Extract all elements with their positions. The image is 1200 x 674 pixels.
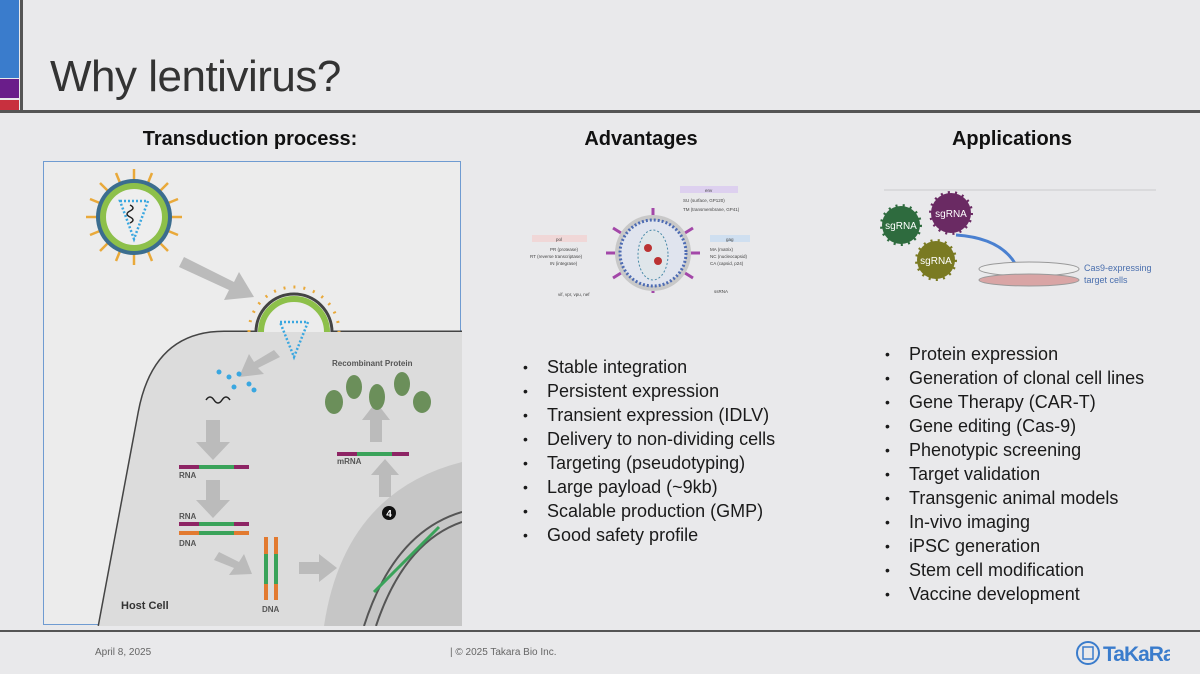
label-recombinant-protein: Recombinant Protein	[332, 359, 413, 368]
advantage-item: Good safety profile	[523, 523, 775, 547]
entering-virus	[247, 285, 341, 361]
title-divider	[0, 110, 1200, 113]
advantage-item: Stable integration	[523, 355, 775, 379]
sgrna-virus-olive: sgRNA	[915, 239, 957, 281]
label-gag: gag	[726, 237, 734, 242]
footer-date: April 8, 2025	[95, 647, 152, 658]
application-item: Vaccine development	[885, 582, 1144, 606]
slide-title: Why lentivirus?	[50, 52, 341, 101]
accent-bar-red	[0, 100, 19, 110]
divider-vertical	[20, 0, 23, 111]
label-in: IN (integrase)	[550, 261, 578, 266]
lentivirus-structure-diagram: env SU (surface, GP120) TM (transmembran…	[530, 186, 750, 297]
label-host-cell: Host Cell	[121, 600, 169, 612]
label-dna-2: DNA	[262, 605, 280, 614]
transduction-diagram: Recombinant Protein RNA RNA DNA DNA mRNA…	[43, 161, 463, 627]
advantage-item: Large payload (~9kb)	[523, 475, 775, 499]
footer-divider	[0, 630, 1200, 632]
label-dna: DNA	[179, 539, 197, 548]
accent-bar-purple	[0, 79, 19, 98]
heading-applications: Applications	[951, 128, 1072, 150]
application-item: Target validation	[885, 462, 1144, 486]
label-ssrna: ssRNA	[714, 289, 728, 294]
step-badge	[382, 506, 396, 520]
label-tm: TM (transmembrane, GP41)	[683, 207, 740, 212]
step-number: 4	[386, 509, 392, 520]
application-item: Phenotypic screening	[885, 438, 1144, 462]
application-item: Transgenic animal models	[885, 486, 1144, 510]
application-item: Stem cell modification	[885, 558, 1144, 582]
application-item: Gene editing (Cas-9)	[885, 414, 1144, 438]
application-item: In-vivo imaging	[885, 510, 1144, 534]
label-mrna: mRNA	[337, 457, 362, 466]
sgrna-virus-green: sgRNA	[880, 204, 922, 246]
applications-list: Protein expressionGeneration of clonal c…	[885, 342, 1144, 606]
advantage-item: Targeting (pseudotyping)	[523, 451, 775, 475]
advantage-item: Scalable production (GMP)	[523, 499, 775, 523]
application-item: Gene Therapy (CAR-T)	[885, 390, 1144, 414]
label-pol: pol	[556, 237, 562, 242]
advantages-list: Stable integrationPersistent expressionT…	[523, 355, 775, 547]
label-target-cells: target cells	[1084, 275, 1128, 285]
application-item: Generation of clonal cell lines	[885, 366, 1144, 390]
svg-text:sgRNA: sgRNA	[920, 256, 952, 267]
svg-text:sgRNA: sgRNA	[885, 221, 917, 232]
sgrna-virus-purple: sgRNA	[929, 191, 973, 235]
advantage-item: Delivery to non-dividing cells	[523, 427, 775, 451]
label-rna-2: RNA	[179, 512, 197, 521]
process-arrows	[179, 257, 399, 582]
heading-transduction: Transduction process:	[142, 128, 358, 150]
label-env: env	[705, 188, 713, 193]
label-rt: RT (reverse transcriptase)	[530, 254, 583, 259]
label-ca: CA (capsid, p24)	[710, 261, 744, 266]
advantage-item: Persistent expression	[523, 379, 775, 403]
footer-copyright: | © 2025 Takara Bio Inc.	[450, 647, 557, 658]
label-nc: NC (nucleocapsid)	[710, 254, 748, 259]
protein-icons	[325, 372, 431, 414]
label-ma: MA (matrix)	[710, 247, 734, 252]
application-item: Protein expression	[885, 342, 1144, 366]
nucleus	[324, 462, 462, 626]
label-rna: RNA	[179, 471, 197, 480]
svg-text:sgRNA: sgRNA	[935, 209, 967, 220]
lentivirus-particle	[86, 169, 182, 265]
takara-logo: TaKaRa	[1075, 638, 1176, 668]
advantage-item: Transient expression (IDLV)	[523, 403, 775, 427]
label-accessory: vif, vpr, vpu, nef	[558, 292, 590, 297]
application-item: iPSC generation	[885, 534, 1144, 558]
crispr-screening-diagram: sgRNA sgRNA sgRNA Cas9-expressing target…	[880, 189, 1156, 287]
label-su: SU (surface, GP120)	[683, 198, 725, 203]
label-cas9: Cas9-expressing	[1084, 263, 1152, 273]
svg-text:TaKaRa: TaKaRa	[1103, 643, 1170, 666]
heading-advantages: Advantages	[584, 128, 698, 150]
label-pr: PR (protease)	[550, 247, 579, 252]
accent-bar-blue	[0, 0, 19, 78]
